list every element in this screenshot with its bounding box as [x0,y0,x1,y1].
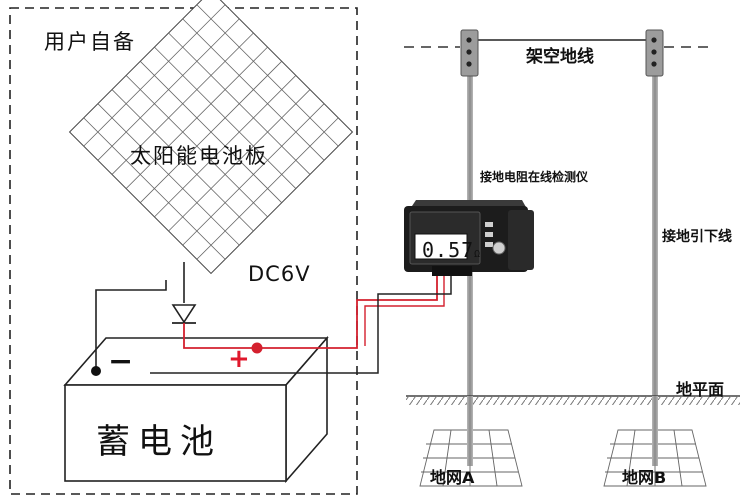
reading-value: 0.57 [422,238,475,262]
pole-b [645,29,664,480]
user-supplied-label: 用户自备 [44,30,136,54]
device-screen [414,233,468,260]
monitor-device-label: 接地电阻在线检测仪 [480,170,589,184]
negative-sign: − [108,344,134,379]
overhead-line-label: 架空地线 [526,47,594,67]
positive-wire-inner [364,276,445,346]
reading-unit: Ω [474,249,482,260]
device-reading: 0.57Ω [422,238,481,262]
user-supplied-boundary [9,7,358,495]
solar-panel-label: 太阳能电池板 [130,144,268,168]
monitor-device [404,200,534,276]
solar-panel [68,0,354,275]
positive-sign: + [228,344,250,374]
negative-wire-panel [95,280,167,370]
overhead-ground-wire [404,39,715,48]
battery-label: 蓄电池 [96,422,222,462]
voltage-label: DC6V [248,262,311,286]
diode-symbol [171,304,197,324]
ground-level-label: 地平面 [676,380,725,399]
positive-terminal [251,342,263,354]
grid-a-label: 地网A [430,468,475,487]
ground-surface [406,395,740,405]
negative-terminal [91,366,101,376]
return-wire [150,276,452,374]
positive-wire [183,276,438,349]
grid-b-label: 地网B [622,468,667,487]
down-conductor-label: 接地引下线 [662,229,732,245]
